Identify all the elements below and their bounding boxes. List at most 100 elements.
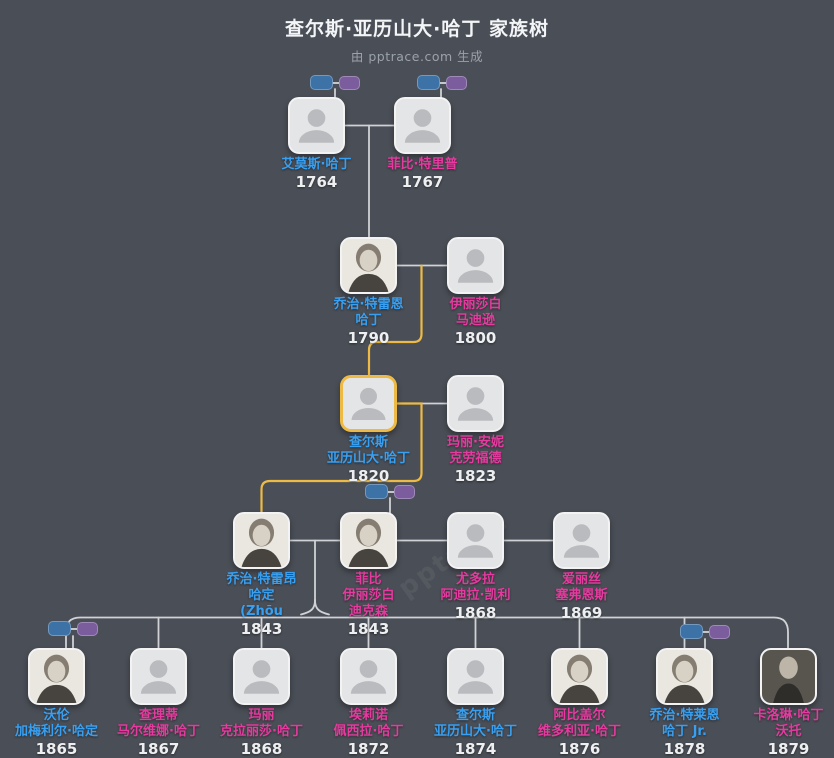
birth-year: 1867: [137, 740, 180, 758]
person-card[interactable]: [447, 237, 504, 294]
person-card[interactable]: [760, 648, 817, 705]
page-title: 查尔斯·亚历山大·哈丁 家族树: [284, 18, 550, 40]
portrait-photo: [30, 650, 83, 703]
person-charles-1820-highlighted[interactable]: 查尔斯亚历山大·哈丁 1820: [314, 375, 424, 485]
person-alice-severns[interactable]: 爱丽丝塞弗恩斯 1869: [527, 512, 637, 622]
person-name: 玛丽·安妮: [447, 435, 504, 450]
person-name: 乔治·特雷恩: [333, 297, 404, 312]
person-name: 哈定: [248, 588, 275, 603]
blue-chip-button[interactable]: [48, 621, 71, 636]
avatar-placeholder-icon: [235, 650, 288, 703]
person-abigail-victoria[interactable]: 阿比盖尔维多利亚·哈丁 1876: [525, 648, 635, 758]
person-name: 维多利亚·哈丁: [538, 724, 621, 739]
chip-pair[interactable]: [417, 75, 467, 90]
person-card[interactable]: [656, 648, 713, 705]
person-name: 查尔斯: [348, 435, 388, 450]
person-name: 亚历山大·哈丁: [327, 451, 410, 466]
chip-connector: [388, 490, 394, 493]
avatar-placeholder-icon: [449, 377, 502, 430]
person-card[interactable]: [447, 648, 504, 705]
birth-year: 1878: [663, 740, 706, 758]
portrait-photo: [235, 514, 288, 567]
person-name: 菲比: [355, 572, 382, 587]
person-card[interactable]: [394, 97, 451, 154]
avatar-placeholder-icon: [132, 650, 185, 703]
person-card[interactable]: [447, 375, 504, 432]
person-eudora-kelley[interactable]: 尤多拉阿迪拉·凯利 1868: [421, 512, 531, 622]
person-phoebe-dickerson[interactable]: 菲比伊丽莎白迪克森 1843: [314, 512, 424, 638]
person-name: 爱丽丝: [561, 572, 601, 587]
purple-chip-button[interactable]: [446, 75, 467, 90]
person-card[interactable]: [340, 648, 397, 705]
person-charles-1874[interactable]: 查尔斯亚历山大·哈丁 1874: [421, 648, 531, 758]
purple-chip-button[interactable]: [339, 75, 360, 90]
birth-year: 1790: [347, 329, 390, 347]
blue-chip-button[interactable]: [365, 484, 388, 499]
person-carolyn-votaw[interactable]: 卡洛琳·哈丁沃托 1879: [734, 648, 834, 758]
birth-year: 1876: [558, 740, 601, 758]
person-name: 查理蒂: [138, 708, 178, 723]
person-amos-harding[interactable]: 艾莫斯·哈丁 1764: [262, 97, 372, 191]
portrait-photo: [762, 650, 815, 703]
person-name: 克拉丽莎·哈丁: [220, 724, 303, 739]
chip-connector: [703, 630, 709, 633]
person-name: 马尔维娜·哈丁: [117, 724, 200, 739]
person-card[interactable]: [553, 512, 610, 569]
avatar-placeholder-icon: [449, 650, 502, 703]
birth-year: 1869: [560, 604, 603, 622]
person-name: 伊丽莎白: [342, 588, 395, 603]
person-george-tryon-jr[interactable]: 乔治·特莱恩哈丁 Jr. 1878: [630, 648, 740, 758]
person-phoebe-tripp[interactable]: 菲比·特里普 1767: [368, 97, 478, 191]
person-card[interactable]: [288, 97, 345, 154]
person-eleanor-priscilla[interactable]: 埃莉诺佩西拉·哈丁 1872: [314, 648, 424, 758]
chip-pair[interactable]: [365, 484, 415, 499]
avatar-placeholder-icon: [396, 99, 449, 152]
birth-year: 1820: [347, 467, 390, 485]
avatar-placeholder-icon: [343, 378, 394, 429]
person-mary-anne-crawford[interactable]: 玛丽·安妮克劳福德 1823: [421, 375, 531, 485]
chip-pair[interactable]: [310, 75, 360, 90]
person-card[interactable]: [447, 512, 504, 569]
avatar-placeholder-icon: [449, 239, 502, 292]
birth-year: 1843: [240, 620, 283, 638]
blue-chip-button[interactable]: [680, 624, 703, 639]
chip-pair[interactable]: [48, 621, 98, 636]
person-card[interactable]: [340, 512, 397, 569]
person-charity-harding[interactable]: 查理蒂马尔维娜·哈丁 1867: [104, 648, 214, 758]
person-george-tryon-1843[interactable]: 乔治·特雷昂哈定(Zhōu 1843: [207, 512, 317, 638]
person-card[interactable]: [551, 648, 608, 705]
person-george-tryon-1790[interactable]: 乔治·特雷恩哈丁 1790: [314, 237, 424, 347]
birth-year: 1874: [454, 740, 497, 758]
birth-year: 1843: [347, 620, 390, 638]
person-card[interactable]: [233, 512, 290, 569]
blue-chip-button[interactable]: [417, 75, 440, 90]
portrait-photo: [658, 650, 711, 703]
purple-chip-button[interactable]: [394, 484, 415, 499]
birth-year: 1868: [240, 740, 283, 758]
blue-chip-button[interactable]: [310, 75, 333, 90]
person-card[interactable]: [28, 648, 85, 705]
person-name: 沃伦: [43, 708, 70, 723]
purple-chip-button[interactable]: [77, 621, 98, 636]
page-subtitle: 由 pptrace.com 生成: [350, 49, 484, 64]
person-name: 阿比盖尔: [553, 708, 606, 723]
birth-year: 1865: [35, 740, 78, 758]
person-name: (Zhōu: [240, 604, 283, 619]
birth-year: 1823: [454, 467, 497, 485]
person-card[interactable]: [233, 648, 290, 705]
person-elizabeth-madison[interactable]: 伊丽莎白马迪逊 1800: [421, 237, 531, 347]
person-name: 塞弗恩斯: [555, 588, 608, 603]
purple-chip-button[interactable]: [709, 624, 730, 639]
person-card[interactable]: [340, 237, 397, 294]
person-name: 卡洛琳·哈丁: [753, 708, 824, 723]
person-card[interactable]: [130, 648, 187, 705]
header: 查尔斯·亚历山大·哈丁 家族树 由 pptrace.com 生成: [0, 14, 834, 65]
person-mary-clarissa[interactable]: 玛丽克拉丽莎·哈丁 1868: [207, 648, 317, 758]
birth-year: 1868: [454, 604, 497, 622]
chip-pair[interactable]: [680, 624, 730, 639]
chip-connector: [440, 81, 446, 84]
person-warren-harding[interactable]: 沃伦加梅利尔·哈定 1865: [2, 648, 112, 758]
person-card[interactable]: [340, 375, 397, 432]
portrait-photo: [553, 650, 606, 703]
